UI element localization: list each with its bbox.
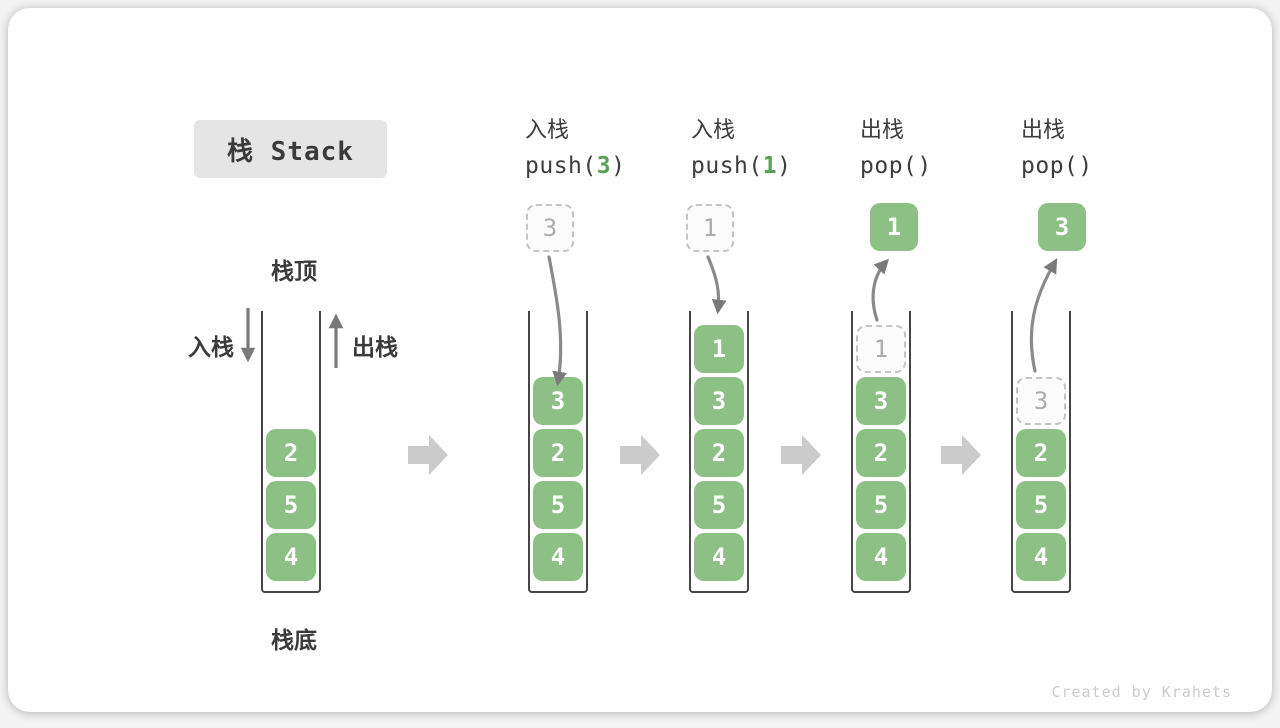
stack-cell: 4	[266, 533, 316, 581]
stage-header-pop3: 出栈 pop()	[1021, 112, 1171, 179]
stage-code-label: pop()	[1021, 153, 1171, 179]
push1-motion-arrow	[706, 255, 727, 315]
stage-op-label: 出栈	[1021, 117, 1066, 142]
stack-cell: 4	[533, 533, 583, 581]
stack-cell: 5	[694, 481, 744, 529]
code-post: )	[777, 153, 792, 179]
stage-op-label: 入栈	[525, 117, 570, 142]
label-stack-top: 栈顶	[271, 258, 317, 284]
stack-cell: 3	[533, 377, 583, 425]
stack-cell: 1	[694, 325, 744, 373]
stack-cell: 2	[856, 429, 906, 477]
transition-arrow	[408, 435, 448, 475]
code-post: )	[917, 153, 932, 179]
popped-element-box: 3	[1038, 203, 1086, 251]
transition-arrow	[781, 435, 821, 475]
label-pop-side: 出栈	[352, 334, 398, 360]
watermark: Created by Krahets	[1051, 683, 1232, 701]
stage-op-label: 出栈	[860, 117, 905, 142]
stage-code-label: push(3)	[525, 153, 675, 179]
stage-code-label: pop()	[860, 153, 1010, 179]
code-post: )	[1078, 153, 1093, 179]
stack-cell: 5	[533, 481, 583, 529]
incoming-element-box: 1	[686, 204, 734, 252]
stack-cell: 2	[1016, 429, 1066, 477]
diagram-canvas: 栈 Stack 栈顶 栈底 入栈 出栈 入栈 push(3) 入栈 push(1…	[8, 8, 1272, 712]
stack-cell: 5	[266, 481, 316, 529]
stage-header-push1: 入栈 push(1)	[691, 112, 841, 179]
stack-cell: 4	[1016, 533, 1066, 581]
stack-cell: 2	[266, 429, 316, 477]
stage-code-label: push(1)	[691, 153, 841, 179]
stack-cell: 3	[694, 377, 744, 425]
stack-cell: 5	[1016, 481, 1066, 529]
code-pre: pop(	[1021, 153, 1079, 179]
code-post: )	[611, 153, 626, 179]
label-stack-bottom: 栈底	[271, 627, 317, 653]
stack-cell-ghost: 3	[1016, 377, 1066, 425]
stack-cell: 4	[856, 533, 906, 581]
stack-cell: 2	[694, 429, 744, 477]
stage-op-label: 入栈	[691, 117, 736, 142]
transition-arrow	[620, 435, 660, 475]
code-pre: pop(	[860, 153, 918, 179]
diagram-title: 栈 Stack	[194, 120, 387, 178]
code-pre: push(	[525, 153, 597, 179]
stack-cell: 4	[694, 533, 744, 581]
stack-cell: 5	[856, 481, 906, 529]
code-pre: push(	[691, 153, 763, 179]
code-arg: 1	[762, 153, 778, 179]
stage-header-pop1: 出栈 pop()	[860, 112, 1010, 179]
code-arg: 3	[596, 153, 612, 179]
label-push-side: 入栈	[188, 334, 234, 360]
stack-cell-ghost: 1	[856, 325, 906, 373]
popped-element-box: 1	[870, 203, 918, 251]
stage-header-push3: 入栈 push(3)	[525, 112, 675, 179]
stack-cell: 2	[533, 429, 583, 477]
transition-arrow	[941, 435, 981, 475]
incoming-element-box: 3	[526, 204, 574, 252]
stack-cell: 3	[856, 377, 906, 425]
